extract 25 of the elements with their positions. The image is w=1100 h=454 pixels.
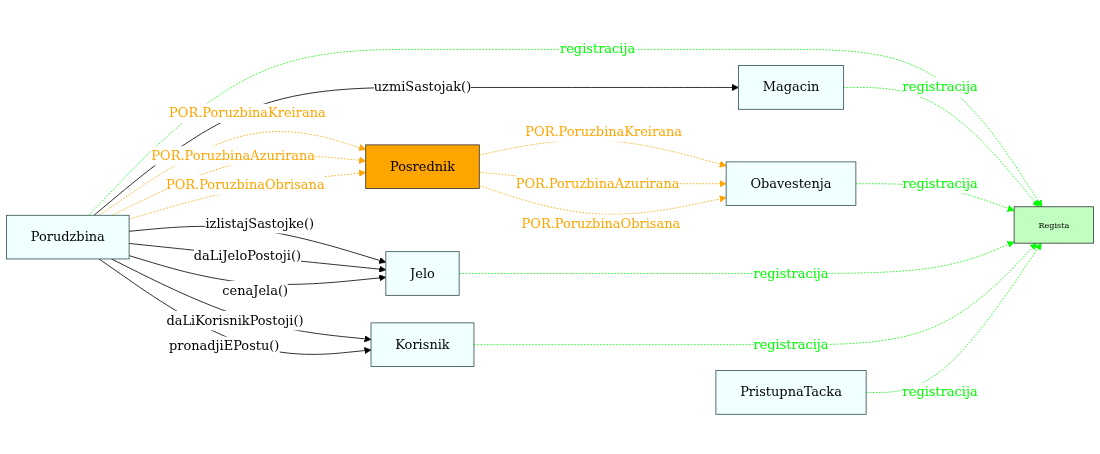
edge-label: registracija bbox=[753, 265, 829, 281]
edge-label: POR.PoruzbinaKreirana bbox=[525, 123, 682, 140]
edge-label: POR.PoruzbinaAzurirana bbox=[151, 147, 316, 164]
edge-label: pronadjiEPostu() bbox=[168, 338, 280, 354]
node-box: PristupnaTacka bbox=[715, 370, 867, 415]
node-box: Posrednik bbox=[365, 144, 480, 189]
node-box: Magacin bbox=[738, 65, 845, 110]
edge-label: registracija bbox=[902, 175, 978, 191]
node-box: Korisnik bbox=[370, 322, 475, 367]
edge-label: uzmiSastojak() bbox=[373, 79, 472, 95]
edge-label: daLiJeloPostoji() bbox=[193, 247, 302, 263]
node-box: Obavestenja bbox=[725, 161, 857, 206]
edge-label: cenaJela() bbox=[222, 282, 289, 298]
node-box: Regista bbox=[1013, 206, 1094, 244]
edge-label: POR.PoruzbinaAzurirana bbox=[515, 175, 680, 191]
edge-label: POR.PoruzbinaObrisana bbox=[521, 216, 681, 232]
edge-label: izlistajSastojke() bbox=[205, 215, 315, 232]
edge-label: registracija bbox=[902, 79, 978, 95]
edge-label: POR.PoruzbinaObrisana bbox=[165, 177, 325, 193]
edge-label: registracija bbox=[560, 41, 636, 57]
edge-label: registracija bbox=[902, 384, 978, 400]
node-box: Porudzbina bbox=[6, 214, 130, 260]
edge-label: daLiKorisnikPostoji() bbox=[166, 312, 304, 328]
edge-label: POR.PoruzbinaKreirana bbox=[169, 105, 326, 121]
edge-label: registracija bbox=[753, 336, 829, 352]
